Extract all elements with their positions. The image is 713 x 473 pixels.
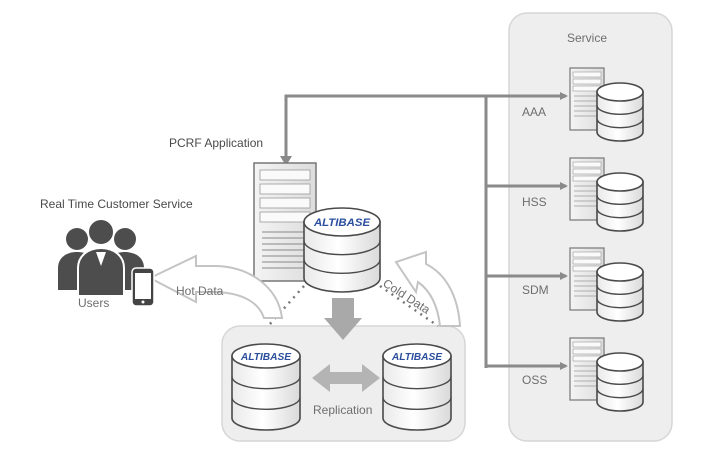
service-servers [569,67,644,412]
replication-label: Replication [313,403,373,417]
database-icon [596,352,644,412]
down-arrow-to-pcrf [280,156,292,166]
big-down-arrow [324,298,362,340]
hot-data-arrow [147,254,284,319]
service-connection-lines [284,92,568,370]
pcrf-title: PCRF Application [169,136,264,150]
database-icon [596,262,644,322]
database-icon [596,82,644,142]
pcrf-database-icon: ALTIBASE [303,207,381,293]
service-label-hss: HSS [522,195,547,209]
customer-service-title: Real Time Customer Service [40,197,193,211]
service-label-aaa: AAA [522,105,547,119]
service-node-hss [569,157,644,232]
users-icon [58,218,144,297]
service-node-aaa [569,67,644,142]
service-label-sdm: SDM [522,283,549,297]
service-label-oss: OSS [522,373,548,387]
server-icon [569,247,605,311]
altibase-logo: ALTIBASE [240,352,292,363]
database-icon [596,172,644,232]
service-node-oss [569,337,644,412]
users-label: Users [78,296,110,310]
replication-arrow [312,364,380,392]
cold-data-arrow [394,250,462,327]
replication-right-database-icon: ALTIBASE [382,343,452,431]
hot-data-label: Hot Data [176,284,224,298]
smartphone-icon [131,267,155,307]
altibase-logo: ALTIBASE [391,352,443,363]
altibase-logo: ALTIBASE [313,217,371,229]
service-title: Service [567,31,608,45]
service-node-sdm [569,247,644,322]
replication-left-database-icon: ALTIBASE [231,343,301,431]
